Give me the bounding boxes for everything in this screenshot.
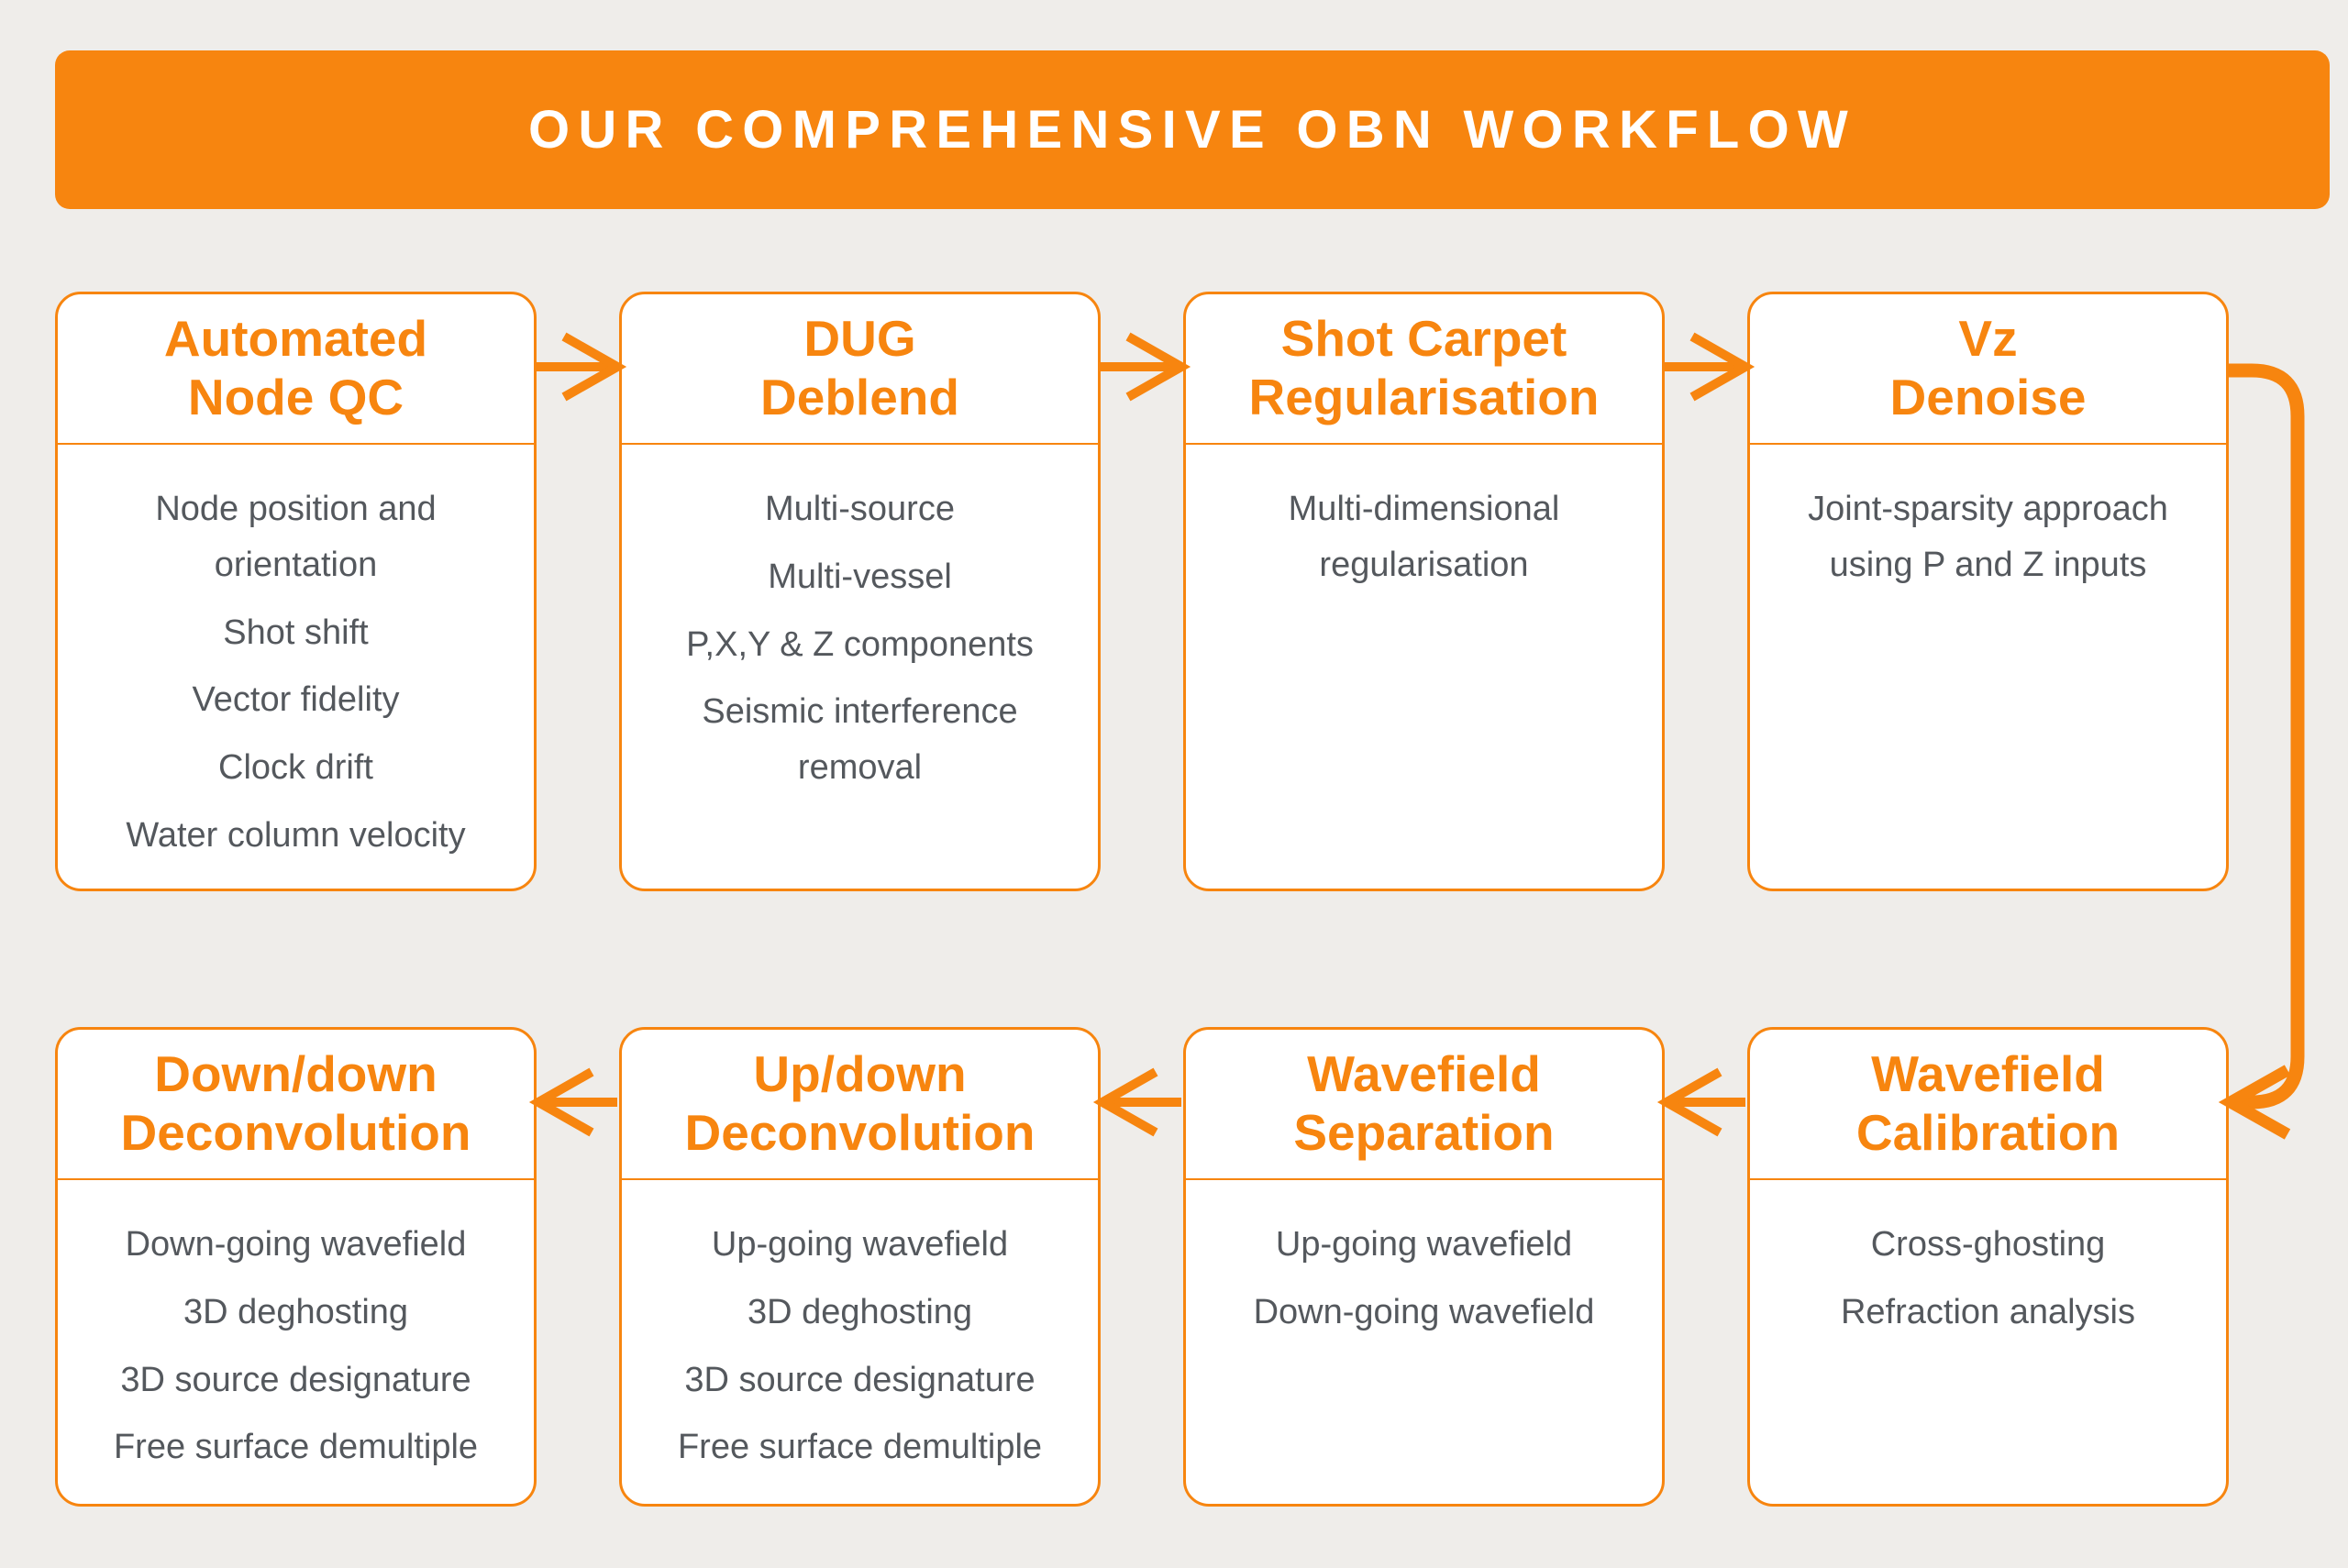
step-title: Wavefield Calibration — [1750, 1030, 2226, 1180]
step-up-down-deconvolution: Up/down Deconvolution Up-going wavefield… — [619, 1027, 1101, 1507]
step-item: Multi-dimensional regularisation — [1288, 490, 1560, 584]
step-item-list: Up-going wavefield 3D deghosting 3D sour… — [622, 1180, 1098, 1496]
step-item-list: Cross-ghosting Refraction analysis — [1750, 1180, 2226, 1362]
step-item: Joint-sparsity approach using P and Z in… — [1808, 490, 2168, 584]
step-item: 3D deghosting — [747, 1292, 973, 1331]
step-dug-deblend: DUG Deblend Multi-source Multi-vessel P,… — [619, 292, 1101, 891]
step-item: Down-going wavefield — [125, 1225, 467, 1264]
step-item: Seismic interference removal — [702, 692, 1018, 788]
step-automated-node-qc: Automated Node QC Node position and orie… — [55, 292, 537, 891]
step-item: Free surface demultiple — [113, 1428, 479, 1467]
step-item-list: Multi-source Multi-vessel P,X,Y & Z comp… — [622, 445, 1098, 817]
step-shot-carpet-regularisation: Shot Carpet Regularisation Multi-dimensi… — [1183, 292, 1665, 891]
step-title: DUG Deblend — [622, 294, 1098, 445]
step-item-list: Down-going wavefield 3D deghosting 3D so… — [58, 1180, 534, 1496]
step-item: Free surface demultiple — [677, 1428, 1043, 1467]
arrow-left-icon — [1092, 1067, 1181, 1137]
step-title: Down/down Deconvolution — [58, 1030, 534, 1180]
step-item-list: Multi-dimensional regularisation — [1186, 445, 1662, 614]
step-item: P,X,Y & Z components — [686, 624, 1034, 664]
step-item: Vector fidelity — [192, 680, 400, 720]
step-item: Multi-source — [765, 490, 955, 528]
arrow-right-icon — [1101, 332, 1191, 402]
step-item: Up-going wavefield — [1275, 1225, 1573, 1264]
step-title: Shot Carpet Regularisation — [1186, 294, 1662, 445]
step-vz-denoise: Vz Denoise Joint-sparsity approach using… — [1747, 292, 2229, 891]
step-item: Water column velocity — [126, 815, 466, 855]
step-item: Clock drift — [218, 748, 373, 788]
step-item-list: Up-going wavefield Down-going wavefield — [1186, 1180, 1662, 1362]
step-down-down-deconvolution: Down/down Deconvolution Down-going wavef… — [55, 1027, 537, 1507]
step-title: Up/down Deconvolution — [622, 1030, 1098, 1180]
step-item: Down-going wavefield — [1253, 1292, 1595, 1331]
step-item: Refraction analysis — [1840, 1292, 2136, 1331]
arrow-left-icon — [1656, 1067, 1745, 1137]
step-item-list: Joint-sparsity approach using P and Z in… — [1750, 445, 2226, 614]
step-title: Vz Denoise — [1750, 294, 2226, 445]
page-title: OUR COMPREHENSIVE OBN WORKFLOW — [55, 50, 2330, 209]
step-item: Cross-ghosting — [1870, 1225, 2106, 1264]
step-wavefield-separation: Wavefield Separation Up-going wavefield … — [1183, 1027, 1665, 1507]
step-item: Multi-vessel — [768, 557, 952, 596]
step-item: 3D deghosting — [183, 1292, 409, 1331]
step-item: 3D source designature — [120, 1360, 471, 1399]
arrow-right-icon — [537, 332, 627, 402]
step-title: Automated Node QC — [58, 294, 534, 445]
step-item: Up-going wavefield — [711, 1225, 1009, 1264]
step-title: Wavefield Separation — [1186, 1030, 1662, 1180]
step-item-list: Node position and orientation Shot shift… — [58, 445, 534, 885]
connector-arrow-down-left-icon — [2218, 363, 2305, 1140]
step-item: 3D source designature — [684, 1360, 1036, 1399]
arrow-left-icon — [528, 1067, 617, 1137]
step-wavefield-calibration: Wavefield Calibration Cross-ghosting Ref… — [1747, 1027, 2229, 1507]
step-item: Shot shift — [223, 613, 369, 652]
arrow-right-icon — [1665, 332, 1755, 402]
step-item: Node position and orientation — [155, 490, 437, 584]
